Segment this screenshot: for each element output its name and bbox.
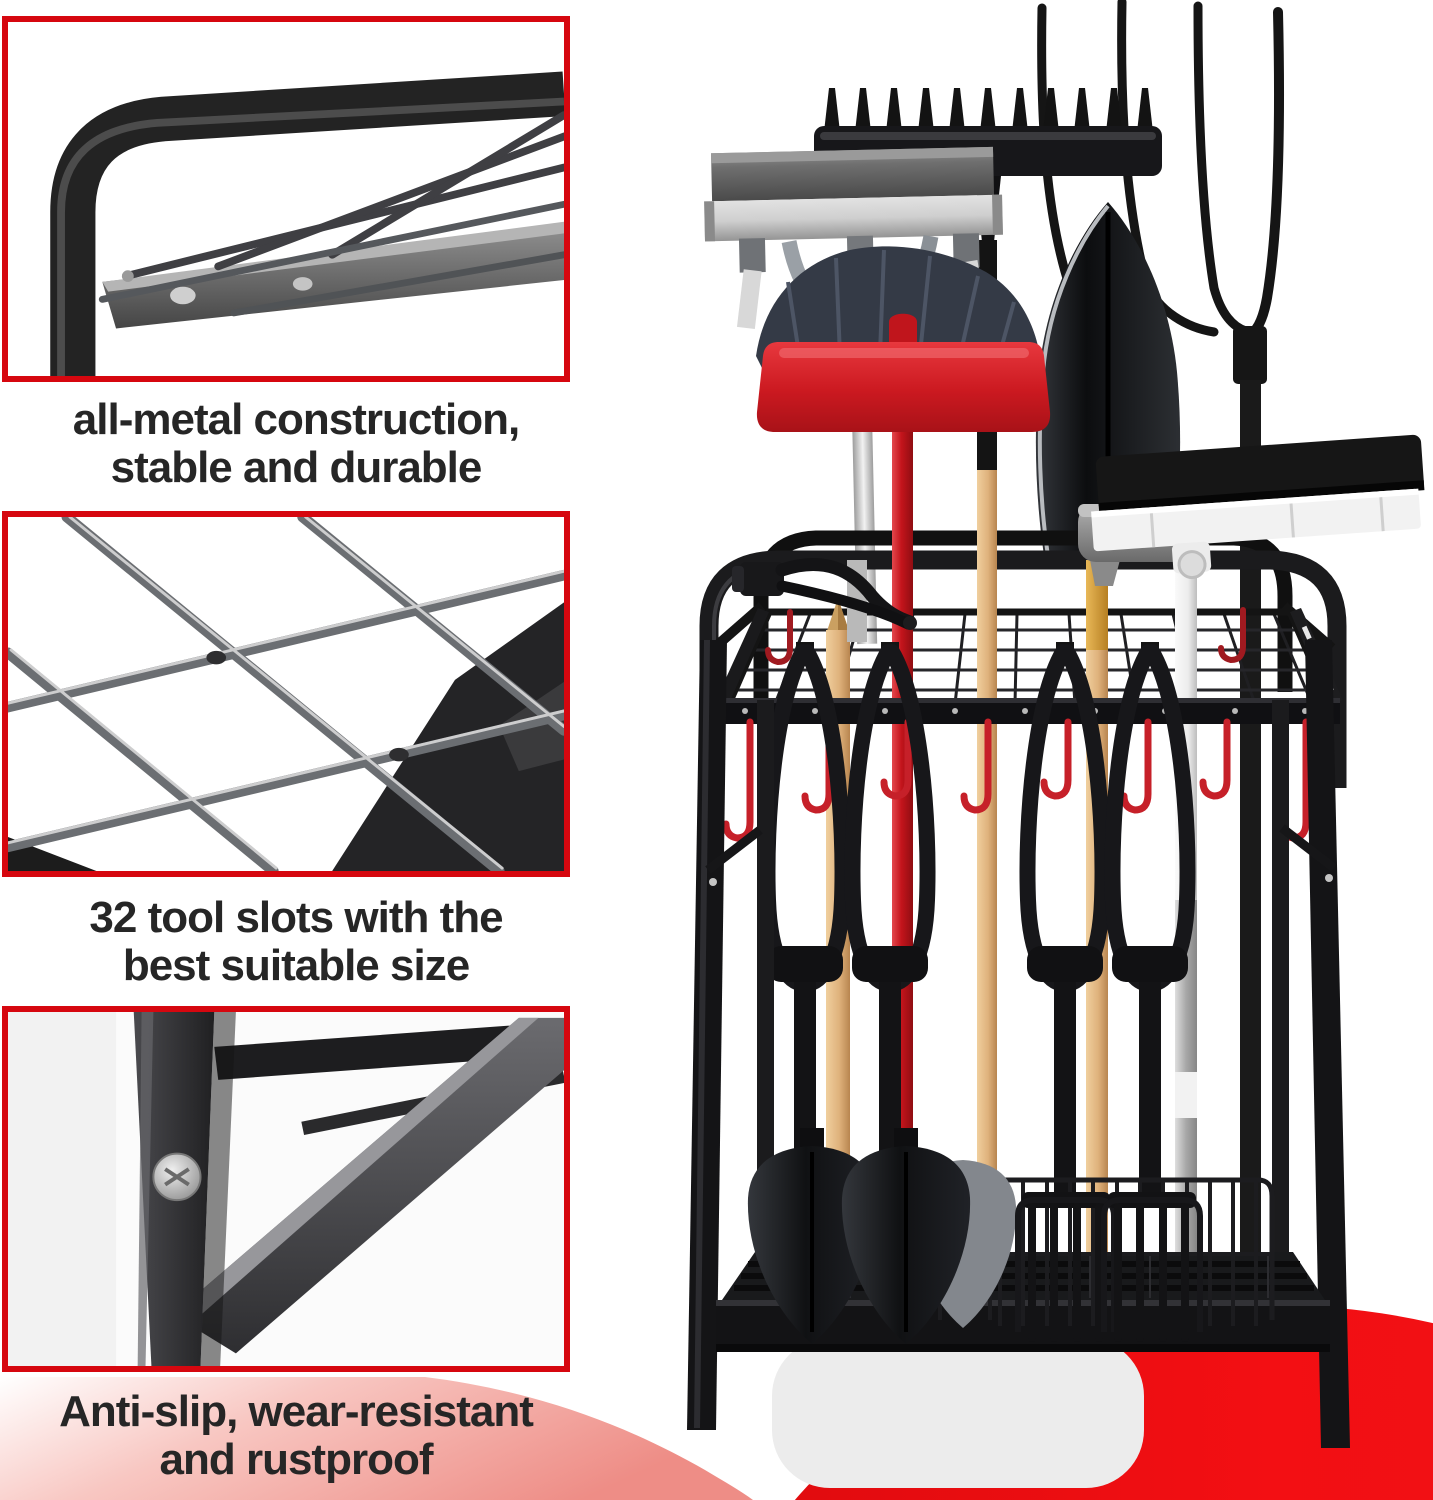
claw-hammer <box>732 557 917 630</box>
wire-grid-illustration <box>8 517 564 871</box>
callout-photo-base-joint <box>2 1006 570 1372</box>
shovel-blades <box>747 1128 1017 1344</box>
callout-photo-metal-corner <box>2 16 570 382</box>
metal-corner-illustration <box>8 22 564 376</box>
pink-swoosh <box>0 1377 753 1500</box>
push-broom <box>756 246 1051 432</box>
caption-line: 32 tool slots with the <box>89 893 503 942</box>
floor-shadow <box>772 1338 1144 1488</box>
rack-legs <box>687 640 1350 1448</box>
caption-line: best suitable size <box>122 941 470 990</box>
front-rail <box>706 698 1340 724</box>
broom-cap <box>756 342 1051 432</box>
digging-forks <box>1015 1192 1203 1342</box>
rake-wood-handle <box>977 470 997 1292</box>
callout-photo-wire-grid <box>2 511 570 877</box>
caption-line: Anti-slip, wear-resistant <box>59 1387 534 1436</box>
callout-caption-tool-slots: 32 tool slots with the best suitable siz… <box>0 894 592 990</box>
callout-caption-anti-slip: Anti-slip, wear-resistant and rustproof <box>0 1388 592 1484</box>
caption-line: all-metal construction, <box>72 395 520 444</box>
floor-squeegee <box>1091 434 1425 580</box>
callout-caption-all-metal: all-metal construction, stable and durab… <box>0 396 592 492</box>
caption-line: and rustproof <box>159 1435 434 1484</box>
base-joint-illustration <box>8 1012 564 1366</box>
caption-line: stable and durable <box>110 443 483 492</box>
